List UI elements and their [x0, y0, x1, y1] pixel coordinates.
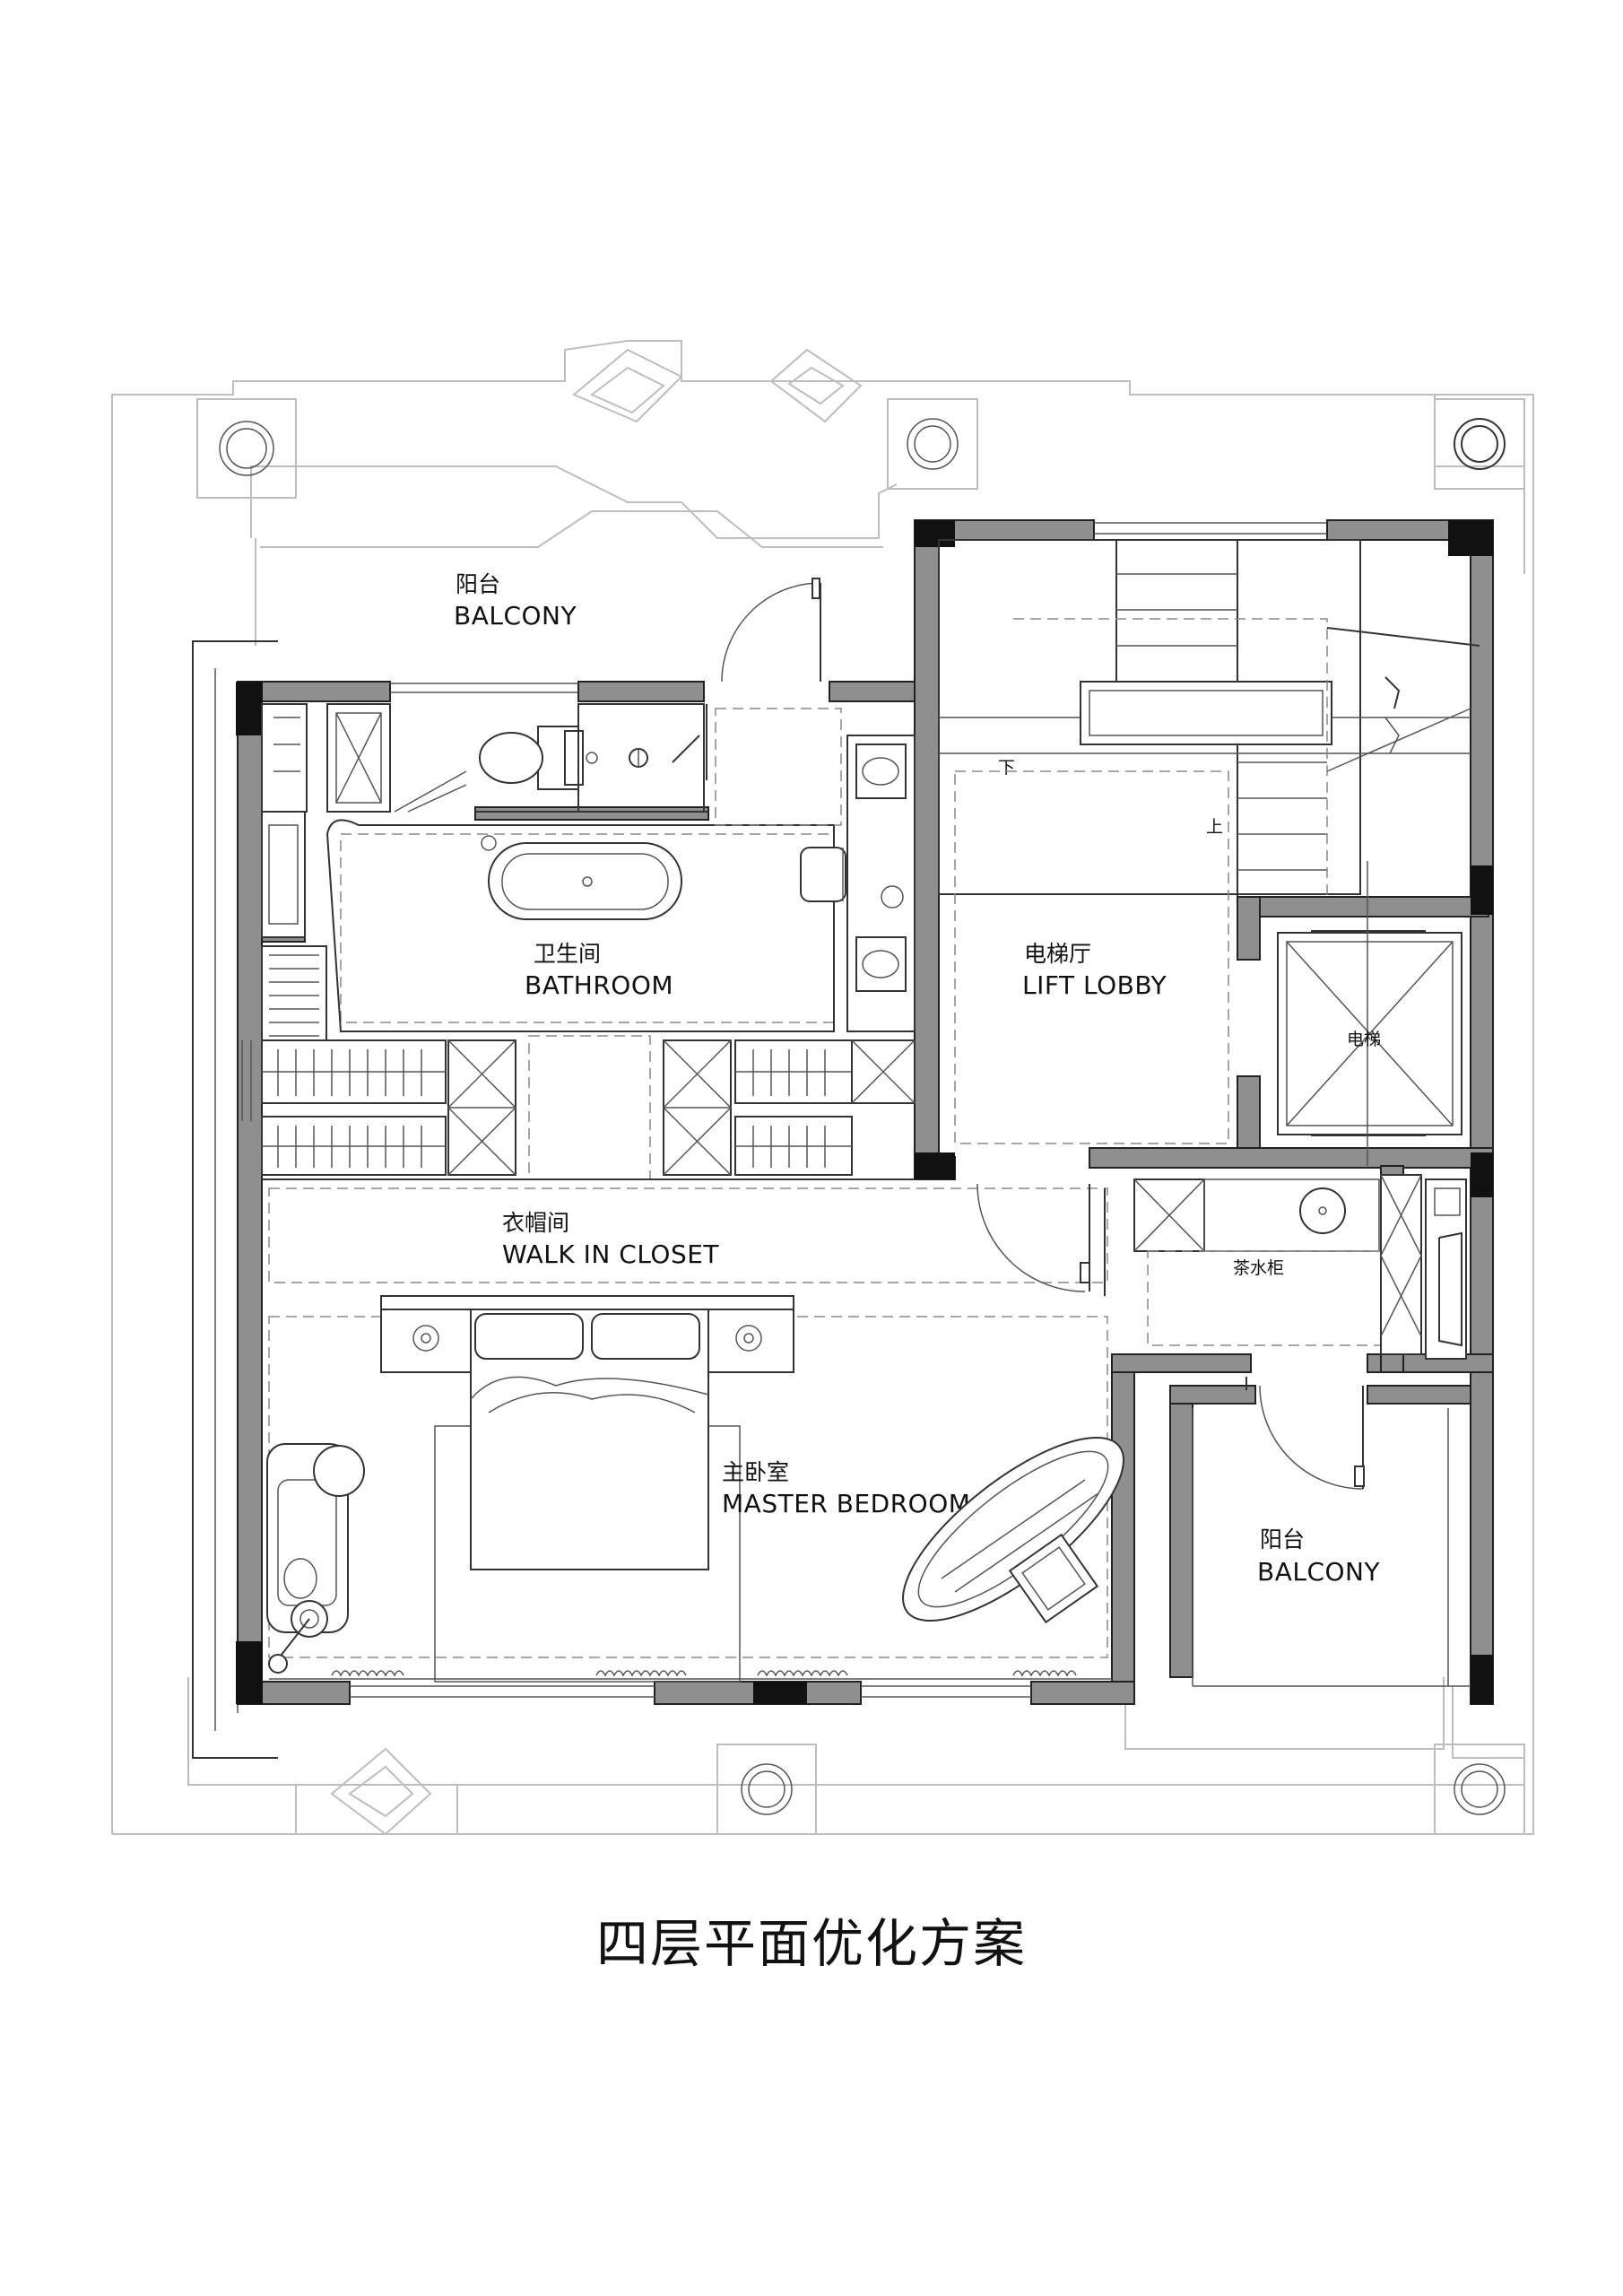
structural-columns [236, 520, 1493, 1704]
lift-lobby-en-label: LIFT LOBBY [1022, 970, 1167, 1000]
elevator: 电梯 [1277, 861, 1462, 1166]
bathroom-en-label: BATHROOM [525, 970, 673, 1000]
tea-cabinet-area: 茶水柜 [1133, 1174, 1467, 1360]
window-lines [241, 522, 1327, 1698]
balcony-south-cn-label: 阳台 [1260, 1526, 1305, 1552]
bathroom: 卫生间 BATHROOM [261, 703, 916, 1032]
closet-wardrobes [261, 945, 916, 1180]
balcony-north-en-label: BALCONY [454, 601, 577, 631]
closet-cn-label: 衣帽间 [502, 1210, 569, 1236]
outer-outline [111, 340, 1534, 1835]
north-balcony: 阳台 BALCONY [454, 571, 821, 683]
south-balcony: 阳台 BALCONY [1192, 1377, 1471, 1687]
bedroom-cn-label: 主卧室 [722, 1459, 789, 1485]
page-title: 四层平面优化方案 [595, 1913, 1027, 1974]
walk-in-closet: 衣帽间 WALK IN CLOSET [268, 1183, 1108, 1296]
lift-lobby: 电梯厅 LIFT LOBBY [954, 770, 1229, 1144]
master-bedroom: 主卧室 MASTER BEDROOM [266, 1295, 1124, 1683]
lift-lobby-cn-label: 电梯厅 [1024, 941, 1091, 967]
balcony-north-cn-label: 阳台 [456, 571, 500, 597]
curtains [331, 1670, 1077, 1677]
floor-plan: 下 上 电梯厅 LIFT LOBBY 电梯 阳台 BALCONY [111, 340, 1534, 1836]
decorative-columns [196, 348, 1525, 1836]
stair-down-label: 下 [998, 758, 1015, 778]
bedroom-en-label: MASTER BEDROOM [722, 1489, 970, 1518]
balcony-south-en-label: BALCONY [1257, 1557, 1380, 1587]
tea-cabinet-label: 茶水柜 [1233, 1258, 1284, 1278]
elevator-label: 电梯 [1347, 1030, 1381, 1049]
bathroom-cn-label: 卫生间 [534, 941, 601, 967]
stair-up-label: 上 [1206, 817, 1223, 837]
closet-en-label: WALK IN CLOSET [502, 1239, 719, 1269]
staircase: 下 上 [938, 539, 1480, 897]
